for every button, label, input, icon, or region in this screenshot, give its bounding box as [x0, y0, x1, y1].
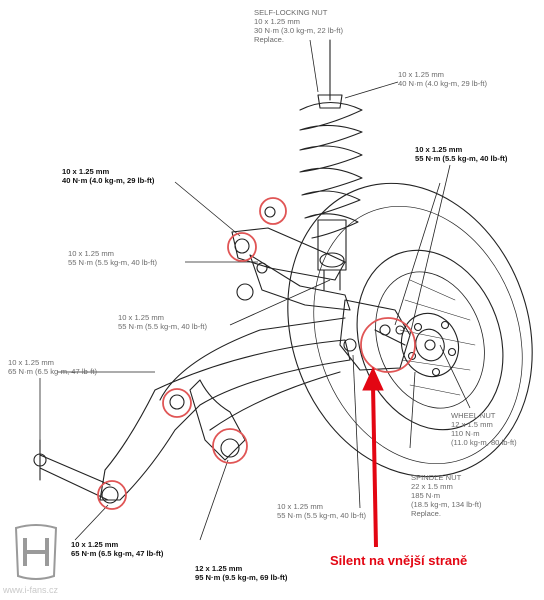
label-torque: 30 N·m (3.0 kg-m, 22 lb-ft): [254, 26, 344, 35]
label-torque: 65 N·m (6.5 kg-m, 47 lb-ft): [8, 367, 98, 376]
label-wheel-nut: WHEEL NUT 12 x 1.5 mm 110 N·m (11.0 kg-m…: [451, 411, 517, 447]
label-right-mid-bold: 10 x 1.25 mm 55 N·m (5.5 kg-m, 40 lb-ft): [415, 145, 507, 163]
label-size: 12 x 1.5 mm: [451, 420, 493, 429]
label-title: SPINDLE NUT: [411, 473, 462, 482]
steering-knuckle: [339, 299, 411, 371]
red-arrow: [362, 366, 384, 548]
label-upper-right: 10 x 1.25 mm 40 N·m (4.0 kg-m, 29 lb-ft): [398, 70, 487, 88]
label-note: Replace.: [254, 35, 284, 44]
label-torque: 55 N·m (5.5 kg-m, 40 lb-ft): [277, 511, 367, 520]
highlight-circle: [227, 232, 257, 262]
label-spindle-nut: SPINDLE NUT 22 x 1.5 mm 185 N·m (18.5 kg…: [411, 473, 481, 518]
honda-logo: [14, 524, 58, 580]
label-size: 10 x 1.25 mm: [68, 249, 115, 258]
label-torque: 185 N·m: [411, 491, 441, 500]
silent-annotation-caption: Silent na vnější straně: [330, 553, 468, 568]
highlight-circle: [162, 388, 192, 418]
label-torque: 40 N·m (4.0 kg-m, 29 lb-ft): [398, 79, 488, 88]
label-torque: 65 N·m (6.5 kg-m, 47 lb-ft): [71, 549, 164, 558]
label-size: 10 x 1.25 mm: [71, 540, 119, 549]
label-torque: 55 N·m (5.5 kg-m, 40 lb-ft): [118, 322, 208, 331]
label-bottom-95-bold: 12 x 1.25 mm 95 N·m (9.5 kg-m, 69 lb-ft): [195, 564, 287, 582]
label-upper-left-bold: 10 x 1.25 mm 40 N·m (4.0 kg-m, 29 lb-ft): [62, 167, 154, 185]
label-size: 10 x 1.25 mm: [118, 313, 165, 322]
highlight-circle: [259, 197, 287, 225]
label-note: Replace.: [411, 509, 441, 518]
label-size: 10 x 1.25 mm: [254, 17, 301, 26]
label-mid-55: 10 x 1.25 mm 55 N·m (5.5 kg-m, 40 lb-ft): [118, 313, 207, 331]
label-title: SELF-LOCKING NUT: [254, 8, 328, 17]
wheel-hub: [400, 312, 460, 378]
leader-lines: [39, 39, 471, 541]
highlight-circles: [97, 197, 416, 510]
label-self-locking-nut: SELF-LOCKING NUT 10 x 1.25 mm 30 N·m (3.…: [254, 8, 343, 44]
label-torque-detail: (18.5 kg-m, 134 lb-ft): [411, 500, 482, 509]
highlight-circle: [97, 480, 127, 510]
label-left-65: 10 x 1.25 mm 65 N·m (6.5 kg-m, 47 lb-ft): [8, 358, 97, 376]
label-size: 10 x 1.25 mm: [62, 167, 110, 176]
subframe: [159, 317, 346, 431]
highlight-circle: [360, 317, 416, 373]
wheel-tire: [287, 182, 533, 478]
label-size: 12 x 1.25 mm: [195, 564, 243, 573]
label-size: 10 x 1.25 mm: [277, 502, 324, 511]
label-size: 10 x 1.25 mm: [8, 358, 55, 367]
label-torque: 55 N·m (5.5 kg-m, 40 lb-ft): [415, 154, 508, 163]
label-bottom-65-bold: 10 x 1.25 mm 65 N·m (6.5 kg-m, 47 lb-ft): [71, 540, 163, 558]
label-size: 10 x 1.25 mm: [398, 70, 445, 79]
watermark-text: www.i-fans.cz: [3, 585, 59, 595]
label-size: 10 x 1.25 mm: [415, 145, 463, 154]
upper-control-arm: [231, 206, 351, 311]
label-torque-detail: (11.0 kg-m, 80 lb-ft): [451, 438, 517, 447]
label-bottom-55: 10 x 1.25 mm 55 N·m (5.5 kg-m, 40 lb-ft): [277, 502, 366, 520]
label-left-55: 10 x 1.25 mm 55 N·m (5.5 kg-m, 40 lb-ft): [68, 249, 157, 267]
highlight-circle: [212, 428, 248, 464]
label-title: WHEEL NUT: [451, 411, 496, 420]
label-torque: 110 N·m: [451, 429, 480, 438]
coil-spring-damper: [299, 39, 363, 291]
label-size: 22 x 1.5 mm: [411, 482, 453, 491]
label-torque: 95 N·m (9.5 kg-m, 69 lb-ft): [195, 573, 288, 582]
lower-control-arm: [33, 339, 351, 504]
label-torque: 55 N·m (5.5 kg-m, 40 lb-ft): [68, 258, 158, 267]
label-torque: 40 N·m (4.0 kg-m, 29 lb-ft): [62, 176, 155, 185]
